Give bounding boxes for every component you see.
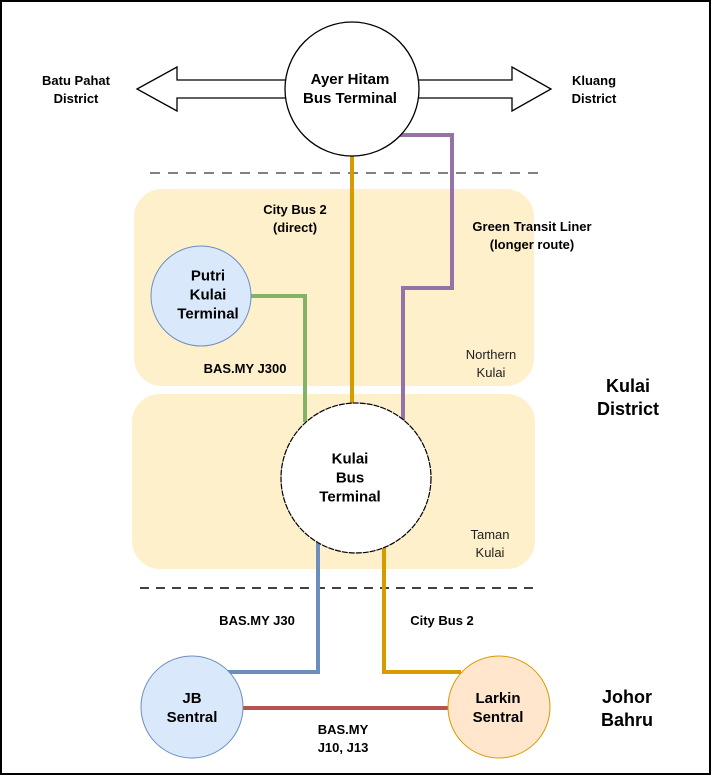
route-bas-my-j300[interactable] bbox=[251, 294, 307, 422]
label-kulai-bus-terminal: Kulai Bus Terminal bbox=[319, 450, 381, 506]
label-ayer-hitam-bus-terminal: Ayer Hitam Bus Terminal bbox=[303, 71, 397, 107]
label-route-bas-my-j30: BAS.MY J30 bbox=[219, 613, 295, 628]
node-jb-sentral[interactable] bbox=[140, 655, 244, 759]
arrow-to-batu-pahat[interactable] bbox=[135, 65, 287, 113]
label-jb-sentral: JB Sentral bbox=[166, 690, 218, 726]
route-bas-my-j30[interactable] bbox=[226, 540, 320, 674]
route-city-bus-2[interactable] bbox=[382, 540, 461, 674]
label-batu-pahat-district: Batu Pahat District bbox=[42, 73, 110, 106]
label-putri-kulai-terminal: Putri Kulai Terminal bbox=[177, 267, 239, 323]
zone-northern-kulai bbox=[134, 189, 534, 386]
route-green-transit-liner[interactable] bbox=[399, 133, 454, 427]
label-route-bas-my-j300: BAS.MY J300 bbox=[203, 361, 287, 376]
node-kulai-bus-terminal[interactable] bbox=[280, 402, 432, 554]
label-region-kulai-district: Kulai District bbox=[596, 376, 660, 419]
label-zone-northern-kulai: Northern Kulai bbox=[465, 347, 517, 380]
label-route-city-bus-2-direct: City Bus 2 (direct) bbox=[263, 202, 327, 235]
node-ayer-hitam-bus-terminal[interactable] bbox=[284, 21, 420, 157]
label-route-city-bus-2: City Bus 2 bbox=[410, 613, 474, 628]
label-region-johor-bahru: Johor Bahru bbox=[600, 687, 654, 730]
node-putri-kulai-terminal[interactable] bbox=[150, 245, 252, 347]
arrow-to-kluang[interactable] bbox=[417, 65, 553, 113]
label-kluang-district: Kluang District bbox=[571, 73, 617, 106]
label-route-green-transit-liner: Green Transit Liner (longer route) bbox=[472, 219, 592, 252]
label-zone-taman-kulai: Taman Kulai bbox=[470, 527, 510, 560]
node-larkin-sentral[interactable] bbox=[447, 655, 551, 759]
label-larkin-sentral: Larkin Sentral bbox=[472, 690, 524, 726]
label-route-bas-my-j10-j13: BAS.MY J10, J13 bbox=[317, 722, 369, 755]
